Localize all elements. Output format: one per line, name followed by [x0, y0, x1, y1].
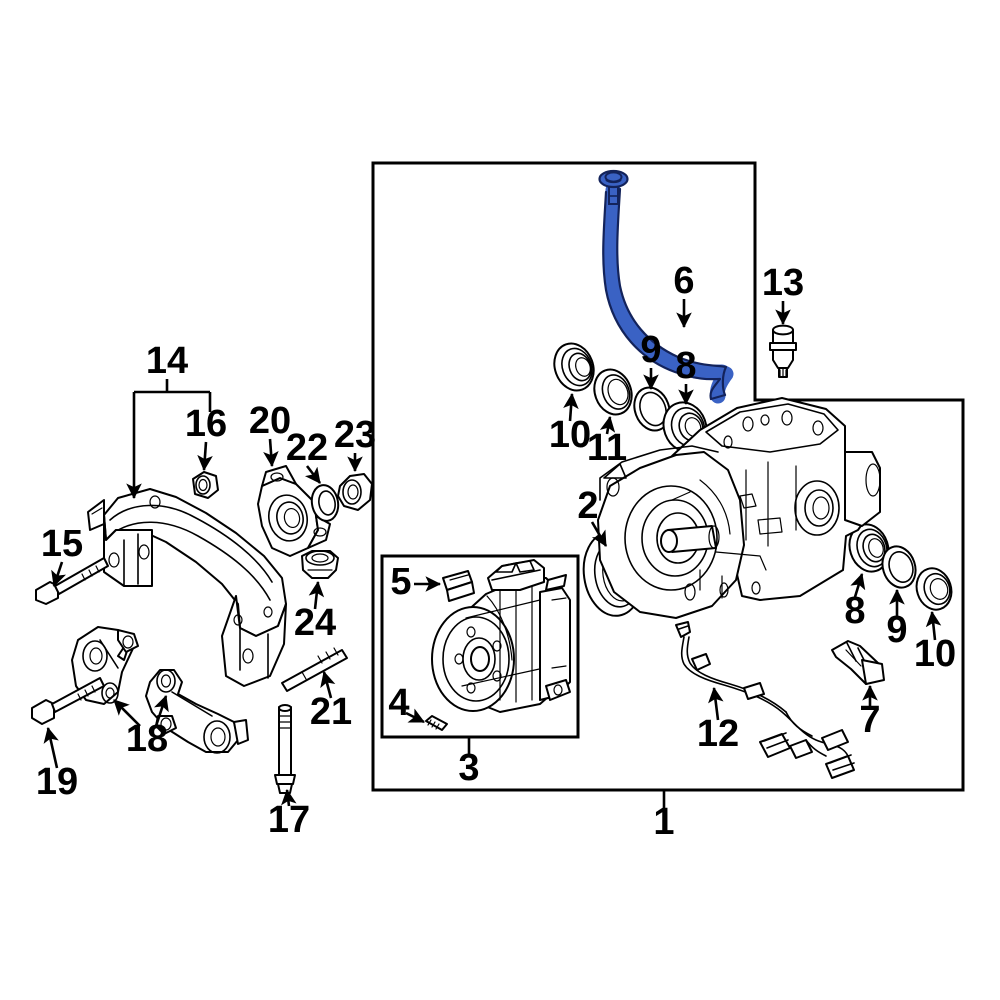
callout-13: 13 — [762, 262, 804, 304]
differential-housing — [597, 397, 881, 619]
callout-1: 1 — [653, 801, 674, 843]
callout-14: 14 — [146, 340, 188, 382]
callout-11-left: 11 — [587, 427, 627, 469]
mount-washer-part — [310, 484, 340, 522]
breather-valve-part — [769, 324, 797, 378]
callout-21: 21 — [310, 691, 352, 733]
mount-flange-nut-part — [301, 550, 339, 579]
motor-bolt-part — [425, 715, 448, 731]
callout-23: 23 — [334, 414, 376, 456]
callout-16: 16 — [185, 403, 227, 445]
through-bolt-part — [274, 704, 296, 794]
motor-connector-clip-part — [442, 570, 475, 602]
callout-5: 5 — [390, 561, 411, 603]
differential-mount-bracket-right — [145, 669, 249, 754]
callout-9-left: 9 — [640, 329, 661, 371]
callout-numbers: 1 2 3 4 5 6 7 8 9 10 11 8 9 10 12 13 14 … — [36, 260, 956, 843]
callout-15: 15 — [41, 523, 83, 565]
callout-22: 22 — [286, 427, 328, 469]
oil-seal-left-part — [553, 342, 595, 392]
bearing-race-left-part — [593, 368, 633, 416]
callout-10-left: 10 — [549, 414, 591, 456]
bracket-bolt-part — [31, 677, 105, 725]
callout-9-right: 9 — [886, 609, 907, 651]
outer-assembly-box — [371, 161, 965, 792]
callout-10-right: 10 — [914, 633, 956, 675]
callout-3: 3 — [458, 747, 479, 789]
drive-motor-part — [431, 559, 571, 713]
mount-stud-bolt-part — [281, 647, 348, 692]
leader-lines — [43, 299, 942, 808]
mount-nut-part — [337, 473, 373, 511]
callout-8-right: 8 — [844, 590, 865, 632]
callout-8-left: 8 — [675, 345, 696, 387]
breather-hose-part — [598, 169, 734, 404]
callout-19: 19 — [36, 761, 78, 803]
callout-7: 7 — [859, 699, 880, 741]
callout-12: 12 — [697, 713, 739, 755]
callout-18: 18 — [126, 718, 168, 760]
callout-24: 24 — [294, 602, 336, 644]
speed-sensor-part — [831, 640, 885, 685]
callout-20: 20 — [249, 400, 291, 442]
crossmember-nut-part — [192, 471, 219, 499]
rear-suspension-crossmember-part — [87, 488, 287, 687]
wiring-harness-part — [675, 621, 855, 779]
pinion-bearing-right-part — [848, 523, 890, 573]
callout-17: 17 — [268, 799, 310, 841]
callout-4: 4 — [388, 682, 409, 724]
differential-mount-bushing-part — [257, 465, 331, 557]
callout-6: 6 — [673, 260, 694, 302]
oil-seal-right-part — [915, 567, 953, 611]
callout-2: 2 — [577, 485, 598, 527]
motor-sub-box — [380, 554, 580, 739]
shim-right-part — [881, 545, 917, 589]
crossmember-bolt-part — [35, 557, 109, 605]
